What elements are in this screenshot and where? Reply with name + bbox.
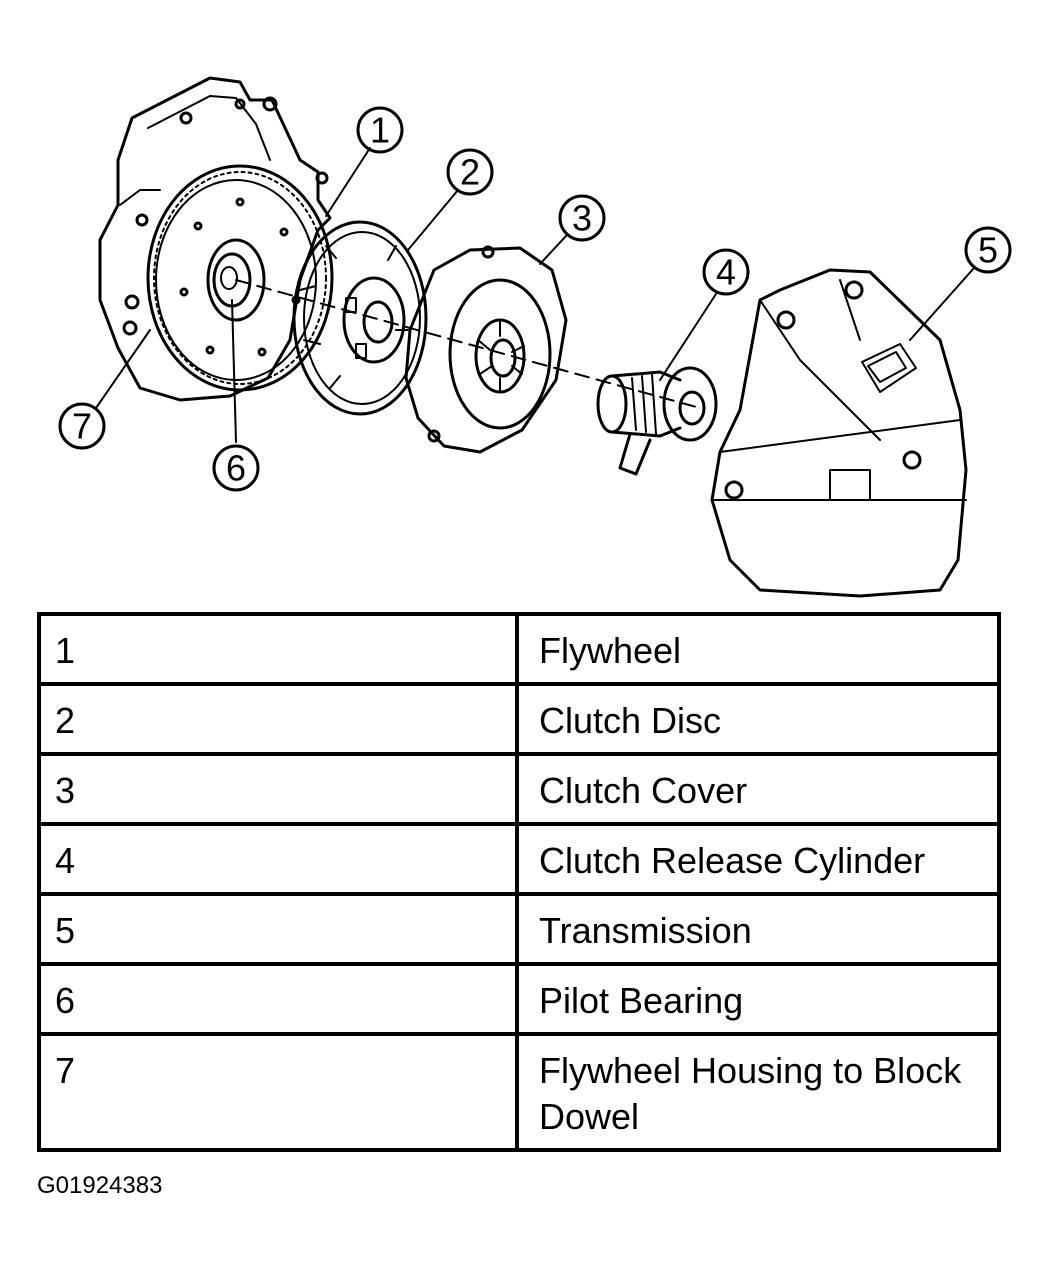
callout-number: 2 [460, 152, 480, 193]
part-name: Pilot Bearing [515, 962, 1001, 1036]
table-row: 2 Clutch Disc [37, 682, 1001, 756]
part-name: Clutch Release Cylinder [515, 822, 1001, 896]
part-name: Clutch Cover [515, 752, 1001, 826]
part-number: 4 [37, 822, 519, 896]
callout-circle [558, 194, 606, 242]
clutch-exploded-diagram: 1 2 3 4 5 6 7 [58, 76, 1012, 598]
callout-circle [702, 248, 750, 296]
callout-number: 4 [716, 252, 736, 293]
transmission [710, 268, 968, 598]
clutch-disc [292, 220, 428, 416]
part-number: 7 [37, 1032, 519, 1152]
clutch-cover [404, 245, 568, 454]
part-name: Clutch Disc [515, 682, 1001, 756]
table-row: 1 Flywheel [37, 612, 1001, 686]
part-number: 2 [37, 682, 519, 756]
callout-circle [356, 106, 404, 154]
parts-legend-table: 1 Flywheel 2 Clutch Disc 3 Clutch Cover … [37, 612, 1001, 1152]
part-number: 1 [37, 612, 519, 686]
flywheel [146, 164, 334, 392]
table-row: 7 Flywheel Housing to Block Dowel [37, 1032, 1001, 1152]
part-name: Flywheel [515, 612, 1001, 686]
clutch-release-cylinder [596, 366, 718, 476]
figure-id: G01924383 [37, 1172, 163, 1199]
callout-circle [212, 444, 260, 492]
callout-number: 7 [72, 406, 92, 447]
callout-number: 6 [226, 448, 246, 489]
callout-circle [446, 148, 494, 196]
part-number: 6 [37, 962, 519, 1036]
table-row: 5 Transmission [37, 892, 1001, 966]
callout-number: 3 [572, 198, 592, 239]
part-name: Flywheel Housing to Block Dowel [515, 1032, 1001, 1152]
part-number: 3 [37, 752, 519, 826]
callout-circle [58, 402, 106, 450]
table-row: 6 Pilot Bearing [37, 962, 1001, 1036]
callout-number: 1 [370, 110, 390, 151]
callout-circle [964, 226, 1012, 274]
part-number: 5 [37, 892, 519, 966]
part-name: Transmission [515, 892, 1001, 966]
table-row: 3 Clutch Cover [37, 752, 1001, 826]
callout-number: 5 [978, 230, 998, 271]
table-row: 4 Clutch Release Cylinder [37, 822, 1001, 896]
